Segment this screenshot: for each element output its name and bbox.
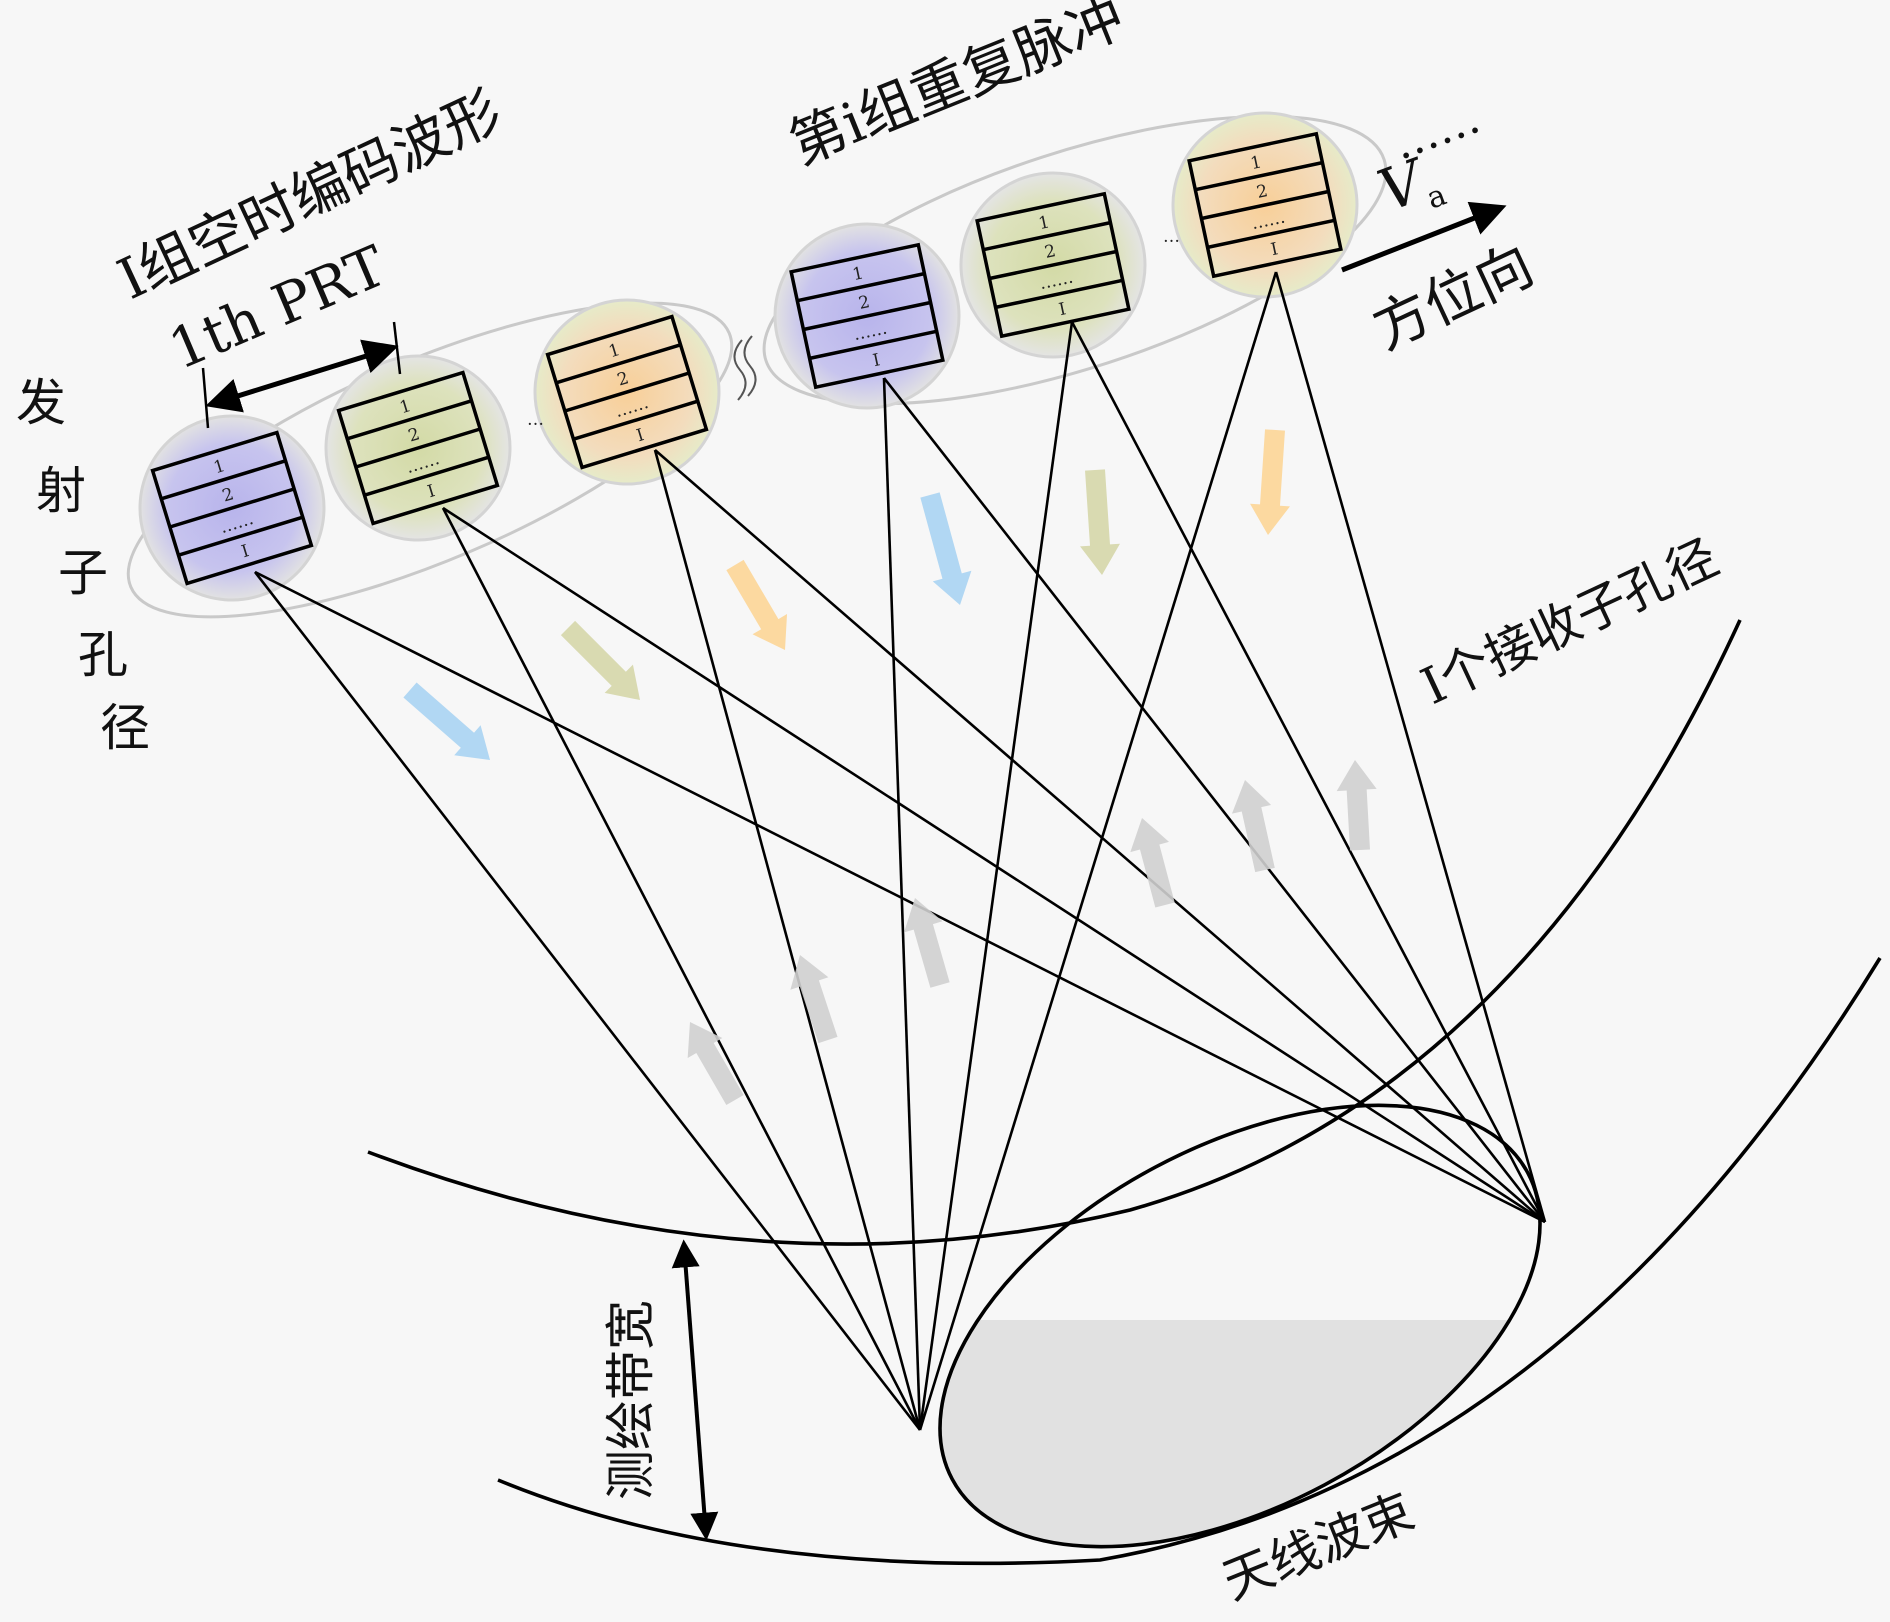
stack-divider <box>1194 160 1323 192</box>
stack-divider <box>796 271 925 303</box>
stack-ellipsis: … <box>527 410 544 430</box>
stack-cell-label: 2 <box>1043 241 1058 263</box>
svg-text:子: 子 <box>58 544 108 602</box>
beam-line <box>918 321 1074 1431</box>
stack-ellipsis: … <box>1163 227 1180 247</box>
svg-text:射: 射 <box>36 462 86 520</box>
stack-divider <box>555 343 682 385</box>
stack-divider <box>346 399 473 441</box>
stack-divider <box>995 278 1124 310</box>
beam-line <box>442 506 1546 1224</box>
receive-direction-arrow <box>904 898 950 988</box>
stack-divider <box>169 487 295 529</box>
stack-cell-label: 2 <box>857 292 872 314</box>
svg-text:发: 发 <box>16 374 66 432</box>
beam-line <box>254 570 1546 1224</box>
beam-line <box>882 377 922 1431</box>
transmit-direction-arrow <box>1250 429 1290 535</box>
tx-subaperture-label: 发 射 子 孔 径 <box>16 374 150 757</box>
stack-cell-label: 1 <box>1037 212 1052 234</box>
beam-line <box>441 507 922 1431</box>
stack-divider <box>160 459 287 501</box>
pulse-1-I-stack: 12……I <box>533 298 721 486</box>
transmit-direction-arrow <box>403 682 490 760</box>
stack-divider <box>572 399 699 441</box>
signal-direction-arrows <box>403 429 1377 1105</box>
receive-direction-arrow <box>687 1022 744 1105</box>
beam-line <box>1070 321 1547 1223</box>
stack-cell-label: 2 <box>1255 181 1270 203</box>
pulse-1-1-stack: 12……I <box>138 414 326 602</box>
beam-lines <box>253 271 1547 1431</box>
stack-divider <box>363 455 490 497</box>
receive-direction-arrow <box>1336 760 1377 851</box>
pulse-1-2-frame <box>336 370 500 526</box>
pulse-1-2-stack: 12……I <box>324 354 512 542</box>
beam-line <box>253 571 922 1431</box>
beam-line <box>653 449 922 1431</box>
stack-cell-label: I <box>871 350 882 371</box>
stack-divider <box>355 427 481 469</box>
prt-arrow <box>205 339 399 413</box>
velocity-arrow <box>1341 201 1507 273</box>
swath-width-label: 测绘带宽 <box>602 1300 660 1500</box>
receive-direction-arrow <box>1130 818 1175 908</box>
beam-line <box>1274 271 1547 1223</box>
repeat-group-label: 第i组重复脉冲 <box>781 0 1134 178</box>
stack-divider <box>803 300 931 332</box>
group-i-outline <box>762 114 1388 406</box>
swath-width-arrow <box>671 1239 719 1541</box>
beam-line <box>882 377 1547 1223</box>
stack-divider <box>989 249 1117 281</box>
receive-direction-arrow <box>790 955 838 1044</box>
beam-line <box>654 449 1546 1223</box>
stack-divider <box>809 329 938 361</box>
stack-divider <box>564 371 690 413</box>
transmit-direction-arrow <box>1080 469 1120 575</box>
stack-cell-label: 1 <box>851 263 866 285</box>
antenna-footprint <box>938 1103 1542 1549</box>
svg-text:径: 径 <box>100 699 150 757</box>
stack-divider <box>1201 189 1329 221</box>
rx-subaperture-label: I个接收子孔径 <box>1413 528 1727 716</box>
transmit-direction-arrow <box>560 620 640 700</box>
transmit-direction-arrow <box>920 492 972 605</box>
pulse-i-2-stack: 12……I <box>959 171 1147 359</box>
break-symbol <box>743 335 757 397</box>
break-symbol <box>733 339 747 401</box>
stack-divider <box>982 220 1111 252</box>
stack-cell-label: 1 <box>1249 152 1264 174</box>
stack-cell-label: I <box>1269 239 1280 260</box>
stack-divider <box>177 515 304 557</box>
pulse-i-1-stack: 12……I <box>773 222 961 410</box>
transmit-direction-arrow <box>726 559 788 650</box>
stack-divider <box>1207 218 1336 250</box>
svg-text:孔: 孔 <box>78 626 128 684</box>
stack-cell-label: I <box>1057 299 1068 320</box>
receive-direction-arrow <box>1231 780 1275 873</box>
swath-near-edge <box>367 619 1742 1246</box>
pulse-i-I-stack: 12……I <box>1171 111 1359 299</box>
